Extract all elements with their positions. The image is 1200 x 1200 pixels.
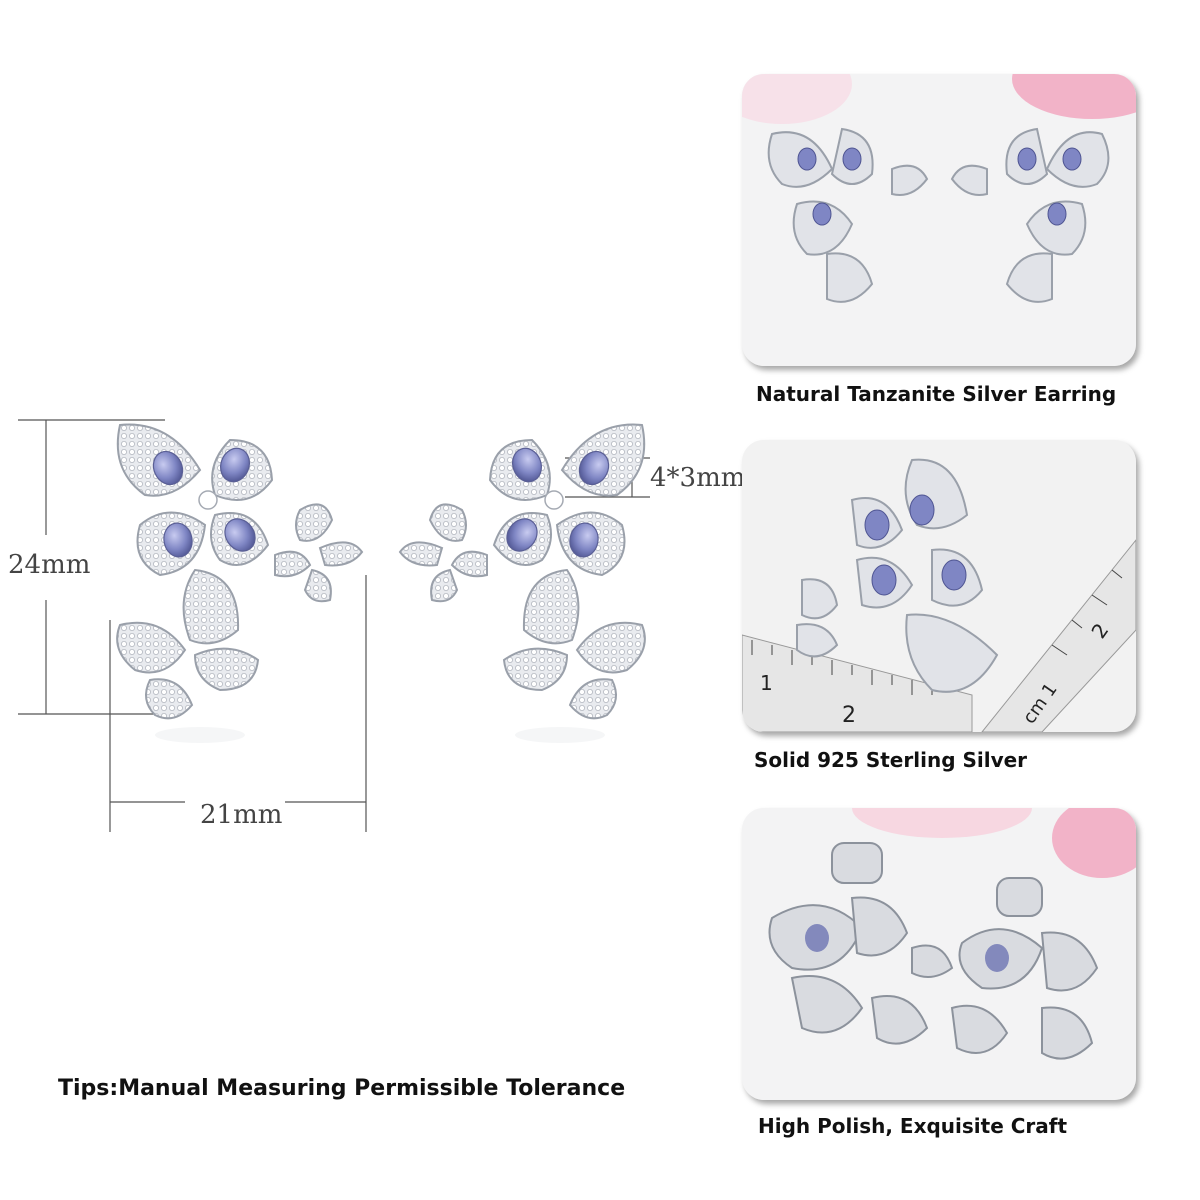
height-label: 24mm <box>8 550 91 580</box>
left-earring <box>116 423 364 720</box>
photo-card-back <box>742 808 1136 1100</box>
photo-card-ruler: 1 2 cm 1 2 <box>742 440 1136 732</box>
ruler-label-1: 1 <box>760 671 773 695</box>
tips-text: Tips:Manual Measuring Permissible Tolera… <box>58 1076 626 1101</box>
card-caption-1: Natural Tanzanite Silver Earring <box>756 382 1117 406</box>
width-dimension <box>109 575 367 832</box>
reflection <box>155 727 605 743</box>
height-dimension <box>18 419 165 715</box>
width-label: 21mm <box>200 800 283 830</box>
stone-size-label: 4*3mm <box>650 463 746 493</box>
card-caption-3: High Polish, Exquisite Craft <box>758 1114 1068 1138</box>
right-earring <box>398 423 646 720</box>
main-earrings-figure <box>18 419 650 832</box>
ruler-label-2: 2 <box>842 703 856 728</box>
photo-card-front <box>742 74 1136 366</box>
earring-pair-icon <box>767 127 1110 303</box>
card-caption-2: Solid 925 Sterling Silver <box>754 748 1028 772</box>
ruler-icon: 1 2 cm 1 2 <box>742 539 1136 732</box>
